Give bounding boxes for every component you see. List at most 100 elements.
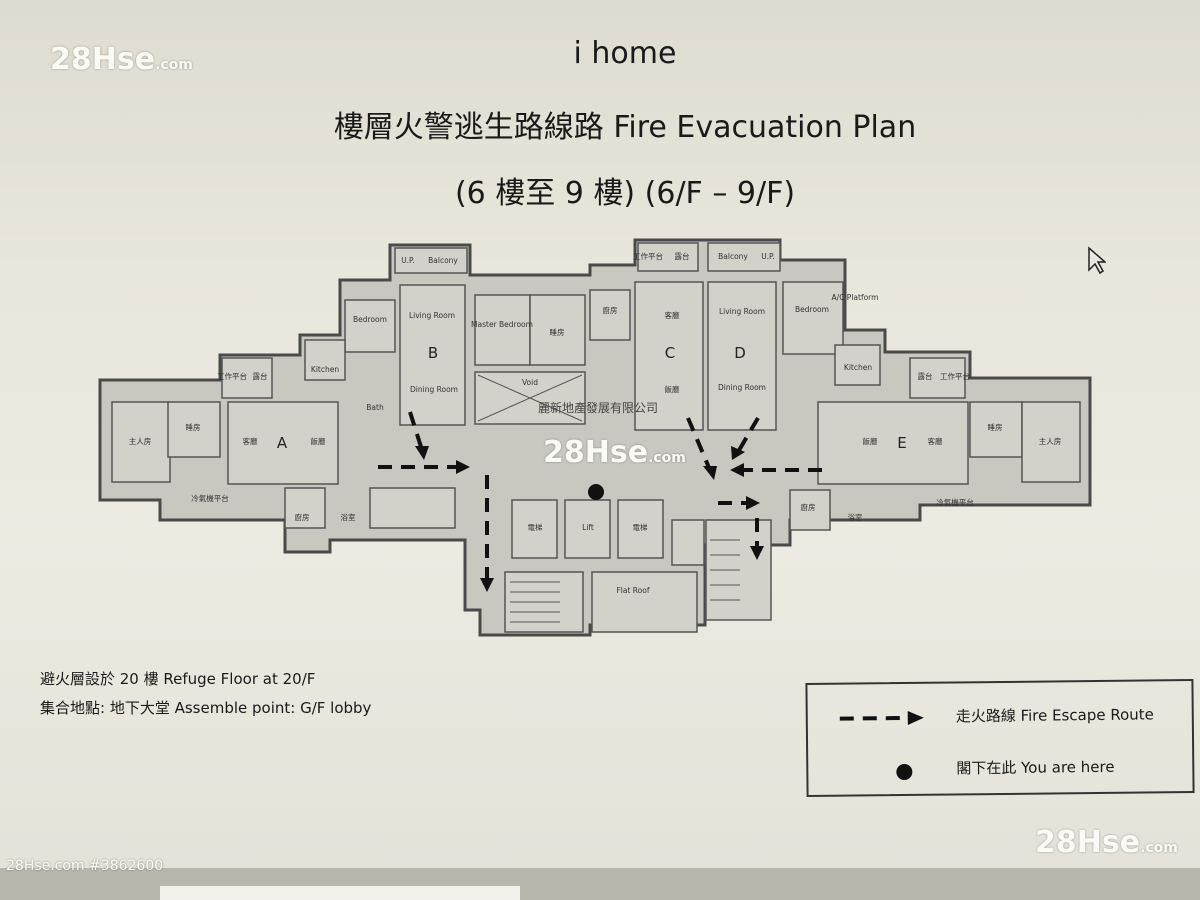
label-d-bedroom: Bedroom <box>795 305 829 314</box>
route-arrowheads <box>415 446 764 592</box>
label-a-living: 客廳 <box>243 436 258 446</box>
room-e-master <box>1021 401 1081 483</box>
label-a-bath: 浴室 <box>341 512 356 522</box>
label-d-dining: Dining Room <box>718 383 766 392</box>
label-d-living: Living Room <box>719 307 765 316</box>
label-b-kitchen: Kitchen <box>311 365 339 374</box>
label-developer: 麗新地產發展有限公司 <box>538 400 658 415</box>
room-e-living <box>817 401 969 485</box>
label-a-ws: 工作平台 <box>217 371 247 381</box>
escape-route <box>378 411 822 580</box>
route-right-diagonal <box>686 417 712 471</box>
paper-strip <box>160 886 520 900</box>
cursor-icon <box>1088 246 1106 275</box>
room-a-kitchen <box>221 357 273 399</box>
room-d-kitchen <box>834 344 881 386</box>
label-b-bath: Bath <box>366 403 384 412</box>
legend-route-symbol <box>839 710 924 725</box>
label-b-living: Living Room <box>409 311 455 320</box>
label-ac-a: 冷氣機平台 <box>191 493 229 503</box>
unit-labels: A B C D E <box>277 344 907 452</box>
unit-b: B <box>428 344 438 362</box>
label-c-living: 客廳 <box>665 310 680 320</box>
label-c-kitchen: 廚房 <box>603 305 618 315</box>
watermark-top-left: 28Hse.com <box>50 42 193 77</box>
watermark-center: 28Hse.com <box>543 435 686 470</box>
room-b-bed2 <box>529 294 586 366</box>
label-c-balcony: 露台 <box>675 251 690 261</box>
label-lift-3: 電梯 <box>633 522 648 532</box>
room-c-kitchen <box>589 289 631 341</box>
label-e-dining: 飯廳 <box>863 436 878 446</box>
listing-id: 28Hse.com #3862600 <box>6 858 164 874</box>
you-are-here-dot <box>588 484 604 500</box>
room-e-bath <box>789 489 831 531</box>
label-a-master: 主人房 <box>129 436 152 446</box>
room-b-bedroom <box>344 299 396 353</box>
arrowhead-8 <box>746 496 760 510</box>
legend-route-label: 走火路線 Fire Escape Route <box>955 705 1154 726</box>
label-e-ws: 工作平台 <box>940 371 970 381</box>
label-a-kitchen: 廚房 <box>295 512 310 522</box>
store-room <box>369 487 456 529</box>
lift-1 <box>511 499 558 559</box>
label-e-kitchen: 廚房 <box>801 502 816 512</box>
room-b-living <box>399 284 466 426</box>
arrowhead-6 <box>731 446 745 460</box>
label-c-dining: 飯廳 <box>665 384 680 394</box>
label-c-ws: 工作平台 <box>633 251 663 261</box>
room-a-master <box>111 401 171 483</box>
label-a-balcony: 露台 <box>253 371 268 381</box>
label-ac: A/C Platform <box>832 293 879 302</box>
room-e-ws <box>909 357 966 399</box>
room-c-living <box>634 281 704 431</box>
room-b-balcony <box>394 247 468 274</box>
route-left-diagonal <box>408 411 424 451</box>
arrowhead-3 <box>415 446 429 460</box>
unit-e: E <box>897 434 906 452</box>
label-lift: Lift <box>582 523 594 532</box>
legend-here-label: 閣下在此 You are here <box>956 757 1115 778</box>
label-b-bedroom: Bedroom <box>353 315 387 324</box>
room-labels: Balcony U.P. Bedroom Living Room Master … <box>129 251 1062 595</box>
arrowhead-1 <box>456 460 470 474</box>
label-e-master: 主人房 <box>1039 436 1062 446</box>
label-lift-1: 電梯 <box>528 522 543 532</box>
legend-box: 走火路線 Fire Escape Route 閣下在此 You are here <box>805 678 1195 798</box>
stair-treads <box>510 539 740 623</box>
route-right-diag2 <box>736 416 760 454</box>
label-void: Void <box>522 378 538 387</box>
label-d-balcony: Balcony <box>718 252 748 261</box>
room-a-bath <box>284 487 326 529</box>
legend-dot-symbol <box>896 764 913 781</box>
label-b-up: U.P. <box>401 256 415 265</box>
label-d-kitchen: Kitchen <box>844 363 872 372</box>
label-b-dining: Dining Room <box>410 385 458 394</box>
void-cross <box>477 374 583 422</box>
floor-range: (6 樓至 9 樓) (6/F – 9/F) <box>454 176 796 211</box>
flat-roof <box>591 571 698 633</box>
room-a-living <box>227 401 339 485</box>
unit-d: D <box>734 344 746 362</box>
lift-3 <box>617 499 664 559</box>
label-ac-e: 冷氣機平台 <box>936 497 974 507</box>
label-e-living: 客廳 <box>928 436 943 446</box>
room-a-bed <box>167 401 221 458</box>
room-c-balcony <box>637 242 699 272</box>
arrowhead-4 <box>730 463 744 477</box>
plant-room <box>671 519 705 566</box>
room-d-balcony <box>707 242 781 272</box>
room-b-master <box>474 294 531 366</box>
label-d-up: U.P. <box>761 252 775 261</box>
building-name: i home <box>573 36 677 71</box>
label-master: Master Bedroom <box>471 320 533 329</box>
arrowhead-5 <box>703 466 717 480</box>
label-e-bed: 睡房 <box>988 422 1003 432</box>
room-d-living <box>707 281 777 431</box>
arrowhead-7 <box>750 546 764 560</box>
room-d-bedroom <box>782 281 844 355</box>
unit-c: C <box>665 344 675 362</box>
label-flat-roof: Flat Roof <box>616 586 649 595</box>
plan-title: 樓層火警逃生路線路 Fire Evacuation Plan <box>333 110 917 145</box>
